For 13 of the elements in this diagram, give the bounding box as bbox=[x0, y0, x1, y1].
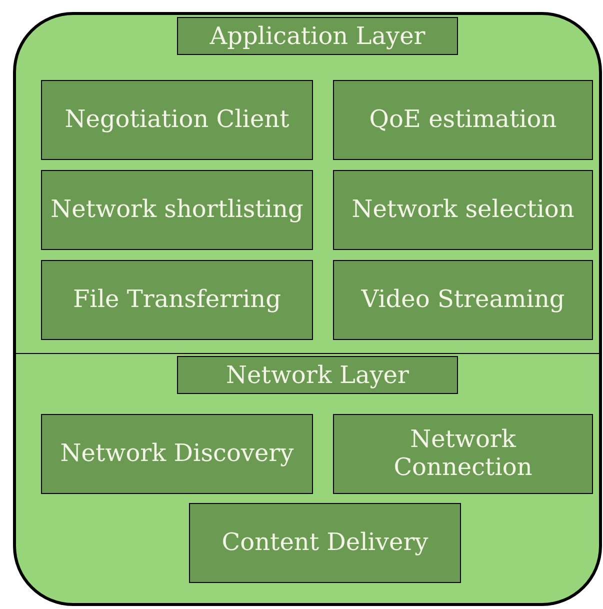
layer-title: Application Layer bbox=[177, 17, 458, 55]
module-box: Network Connection bbox=[333, 414, 593, 494]
module-box: Network shortlisting bbox=[41, 170, 313, 250]
module-box: Video Streaming bbox=[333, 260, 593, 340]
module-box: Network selection bbox=[333, 170, 593, 250]
module-box: Negotiation Client bbox=[41, 80, 313, 160]
module-box: Network Discovery bbox=[41, 414, 313, 494]
module-box: QoE estimation bbox=[333, 80, 593, 160]
module-box: Content Delivery bbox=[189, 503, 461, 583]
layer-panel bbox=[13, 12, 602, 355]
layer-panel bbox=[13, 353, 602, 606]
module-box: File Transferring bbox=[41, 260, 313, 340]
layer-title: Network Layer bbox=[177, 356, 458, 394]
